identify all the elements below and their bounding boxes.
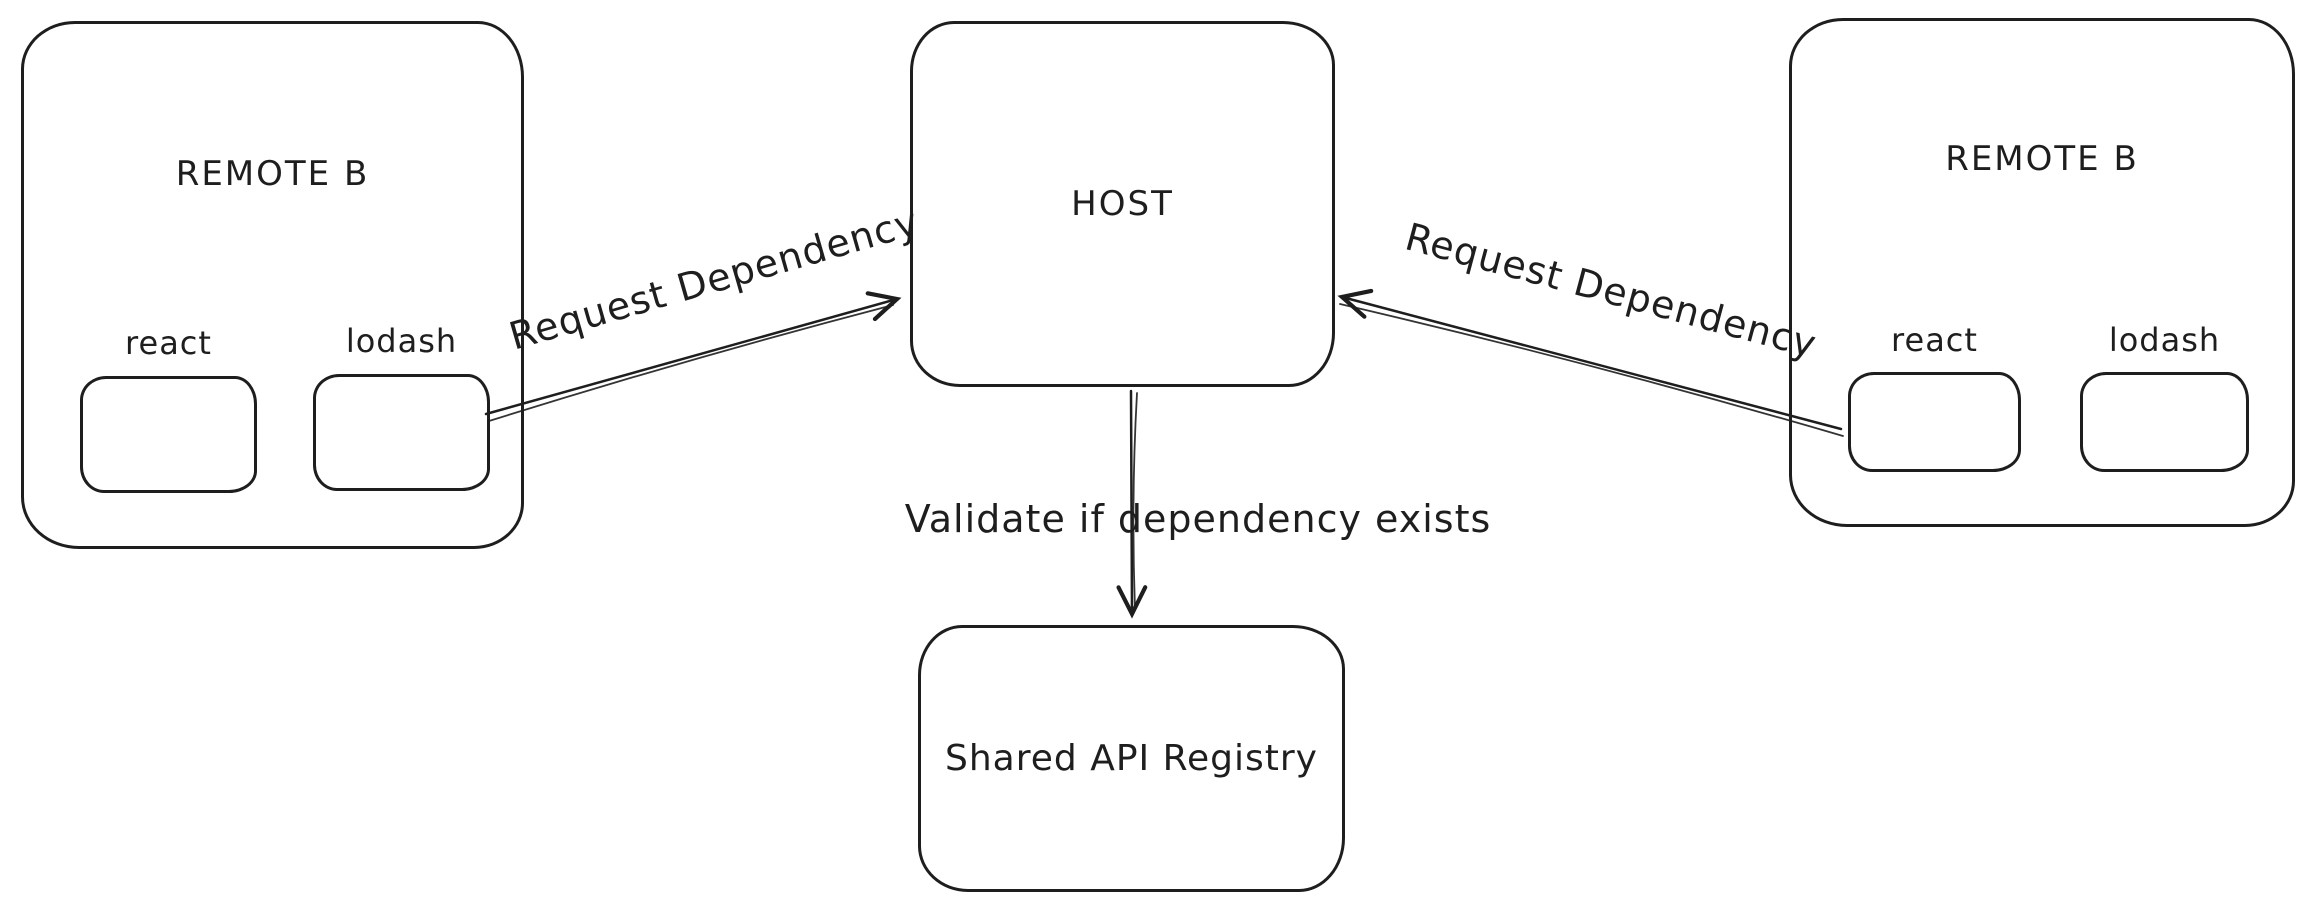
host-title: HOST	[1071, 184, 1174, 224]
lodash-package-box-right	[2080, 372, 2249, 472]
react-package-label-left: react	[125, 324, 212, 362]
remote-b-right-title: REMOTE B	[1945, 139, 2139, 179]
lodash-package-label-right: lodash	[2108, 321, 2221, 359]
host-box: HOST	[910, 21, 1335, 387]
shared-api-registry-box: Shared API Registry	[918, 625, 1345, 892]
request-dependency-label-right: Request Dependency	[1400, 214, 1822, 367]
lodash-package-label-left: lodash	[345, 322, 458, 360]
remote-b-left-title: REMOTE B	[175, 154, 370, 194]
validate-dependency-label: Validate if dependency exists	[904, 497, 1492, 541]
react-package-box-right	[1848, 372, 2021, 472]
request-dependency-label-left: Request Dependency	[504, 199, 924, 359]
react-package-box-left	[80, 376, 257, 493]
shared-api-registry-title: Shared API Registry	[945, 738, 1318, 779]
react-package-label-right: react	[1891, 321, 1978, 359]
lodash-package-box-left	[313, 374, 490, 491]
remote-b-right-box: REMOTE B react lodash	[1789, 18, 2295, 527]
remote-b-left-box: REMOTE B react lodash	[21, 21, 524, 549]
